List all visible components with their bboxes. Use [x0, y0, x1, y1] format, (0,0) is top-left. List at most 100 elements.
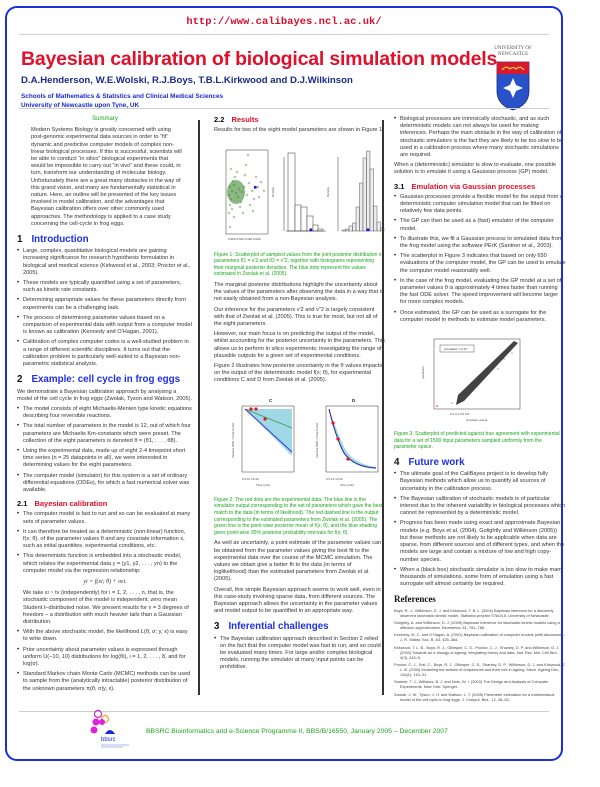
column-divider — [198, 120, 200, 695]
paragraph: The marginal posterior distributions hig… — [214, 281, 384, 303]
reference-item: Kirkwood, T. L. B., Boys, R. J., Gillesp… — [394, 644, 560, 660]
example-bullets: The model consists of eight Michaelis-Me… — [17, 406, 193, 494]
project-url[interactable]: http://www.calibayes.ncl.ac.uk/ — [186, 16, 382, 28]
bullet: Using the experimental data, made up of … — [17, 448, 193, 470]
svg-text:0 5 10 15 20: 0 5 10 15 20 — [326, 477, 343, 481]
bullet: The GP can then be used as a (fast) emul… — [394, 218, 566, 232]
section-heading: 1 Introduction — [17, 234, 193, 246]
logo-text: NEWCASTLE — [497, 52, 529, 57]
authors: D.A.Henderson, W.E.Wolski, R.J.Boys, T.B… — [21, 75, 353, 86]
section-number: 4 — [394, 457, 400, 469]
paragraph: As well as uncertainty, a point estimate… — [214, 540, 382, 583]
section-number: 3.1 — [394, 181, 405, 191]
column-divider — [382, 120, 384, 695]
section-number: 2.2 — [214, 115, 225, 124]
summary-heading: Summary — [92, 116, 118, 122]
bullet: In the case of the frog model, evaluatin… — [394, 278, 566, 307]
challenges-bullets: The Bayesian calibration approach descri… — [214, 636, 385, 672]
bullet: These models are typically quantified us… — [17, 280, 193, 294]
bullet: Prior uncertainty about parameter values… — [17, 647, 193, 669]
section-heading: 3 Inferential challenges — [214, 621, 385, 633]
affiliation: Schools of Mathematics & Statistics and … — [21, 93, 223, 110]
section-number: 2.1 — [17, 499, 28, 509]
reference-item: Proctor, C. J., Soti, C., Boys, R. J., G… — [394, 662, 566, 678]
reference-item: Boys, R. J., Wilkinson, D. J. and Kirkwo… — [394, 607, 554, 618]
bullet: The process of determining parameter val… — [17, 315, 193, 337]
bullet: The computer model (simulator) for this … — [17, 473, 193, 495]
affiliation-line: University of Newcastle upon Tyne, UK — [21, 101, 140, 109]
bullet: Progress has been made using exact and a… — [394, 520, 566, 563]
paragraph: We take εi ~ tν (independently) for i = … — [23, 590, 189, 625]
reference-item: Golightly, A. and Wilkinson, D. J. (2005… — [394, 619, 560, 630]
challenges-bullets-cont: Biological processes are intrinsically s… — [394, 116, 566, 159]
footer-divider — [19, 711, 549, 712]
figure-2-chart: C D 0 5 10 15 20 Time (min) Inactive MPF… — [231, 398, 379, 487]
svg-text:prediction: prediction — [421, 366, 425, 379]
figure-3-chart: correlation = 0.97 0.2 0.4 0.6 0.8 simul… — [421, 338, 521, 422]
section-number: 3 — [214, 621, 220, 633]
figure-1-chart: 0.000 0.010 0.020 0.030 Density — [225, 150, 385, 241]
subsection-heading: 2.1 Bayesian calibration — [17, 499, 193, 509]
future-bullets: The ultimate goal of the CaliBayes proje… — [394, 471, 566, 588]
calibration-bullets: The computer model is fast to run and so… — [17, 511, 193, 575]
section-title: Introduction — [31, 234, 89, 246]
paragraph: Our inference for the parameters v′2 and… — [214, 306, 378, 327]
bullet: Biological processes are intrinsically s… — [394, 116, 566, 159]
bullet: Once estimated, the GP can be used as a … — [394, 310, 566, 324]
section-title: Inferential challenges — [228, 621, 329, 633]
bullet: It can therefore be treated as a determi… — [17, 529, 193, 551]
paragraph: When a (deterministic) simulator is slow… — [394, 162, 556, 176]
bbsrc-logo-icon: bbsrc — [90, 709, 129, 748]
section-number: 2 — [17, 374, 23, 386]
section-title: Future work — [408, 457, 465, 469]
university-logo: UNIVERSITY OF NEWCASTLE — [483, 46, 543, 116]
section-heading: 2 Example: cell cycle in frog eggs — [17, 374, 193, 386]
section-number: 1 — [17, 234, 23, 246]
correlation-legend: correlation = 0.97 — [444, 347, 468, 351]
paragraph: We demonstrate a Bayesian calibration ap… — [17, 388, 193, 402]
calibration-bullets-b: With the above stochastic model, the lik… — [17, 629, 193, 693]
svg-text:0.2 0.4 0.6: 0.2 0.4 0.6 0.8 — [450, 412, 470, 416]
header-divider — [19, 34, 549, 35]
section-title: Emulation via Gaussian processes — [411, 181, 536, 191]
bullet: The Bayesian calibration of stochastic m… — [394, 496, 566, 518]
section-title: Results — [231, 115, 259, 124]
section-title: Example: cell cycle in frog eggs — [31, 374, 181, 386]
bullet: Standard Markov chain Monte Carlo (MCMC)… — [17, 671, 193, 693]
reference-item: Santner, T. J., Williams, B. J. and Notz… — [394, 679, 549, 690]
gp-bullets: Gaussian processes provide a flexible mo… — [394, 194, 566, 324]
panel-d-title: D — [352, 398, 356, 403]
svg-text:0.000 0.010 0.020 0.030: 0.000 0.010 0.020 0.030 — [228, 237, 261, 241]
poster-title: Bayesian calibration of biological simul… — [21, 48, 498, 70]
svg-text:Density: Density — [326, 187, 330, 198]
paragraph: Overall, this simple Bayesian approach s… — [214, 586, 381, 615]
bullet: The Bayesian calibration approach descri… — [214, 636, 385, 672]
figure-2-caption: Figure 2: The red dots are the experimen… — [214, 496, 383, 536]
bullet: The total number of parameters in the mo… — [17, 423, 193, 445]
subsection-heading: 3.1 Emulation via Gaussian processes — [394, 181, 566, 191]
column-1: Summary Modern Systems Biology is greatl… — [17, 116, 193, 696]
bullet: With the above stochastic model, the lik… — [17, 629, 193, 643]
section-title: Bayesian calibration — [34, 499, 108, 509]
bullet: Large, complex, quantitative biological … — [17, 248, 193, 277]
svg-text:Inactive MPF / Total Cyclin: Inactive MPF / Total Cyclin — [231, 422, 235, 458]
svg-text:simulator output: simulator output — [466, 418, 488, 422]
funding-text: BBSRC Bioinformatics and e-Science Progr… — [146, 728, 448, 735]
bullet: The model consists of eight Michaelis-Me… — [17, 406, 193, 420]
svg-text:Time (min): Time (min) — [256, 483, 270, 487]
reference-item: Kennedy, M. C. and O’Hagan, A. (2001) Ba… — [394, 632, 565, 643]
paragraph: However, our main focus is on predicting… — [214, 331, 385, 359]
affiliation-line: Schools of Mathematics & Statistics and … — [21, 93, 224, 100]
figure-1-caption: Figure 1: Scatterplot of sampled values … — [214, 251, 383, 278]
bullet: This deterministic function is embedded … — [17, 553, 193, 575]
logo-text: UNIVERSITY OF — [494, 46, 532, 51]
shield-icon — [496, 61, 530, 111]
svg-text:Inactive MPF / Total Cyclin: Inactive MPF / Total Cyclin — [315, 422, 319, 458]
bullet: The ultimate goal of the CaliBayes proje… — [394, 471, 566, 493]
subsection-heading: 2.2 Results — [214, 115, 385, 124]
intro-bullets: Large, complex, quantitative biological … — [17, 248, 193, 368]
bullet: Determining appropriate values for these… — [17, 297, 193, 311]
figure-3-caption: Figure 3: Scatterplot of predicted again… — [394, 431, 560, 451]
poster: http://www.calibayes.ncl.ac.uk/ Bayesian… — [5, 6, 566, 761]
